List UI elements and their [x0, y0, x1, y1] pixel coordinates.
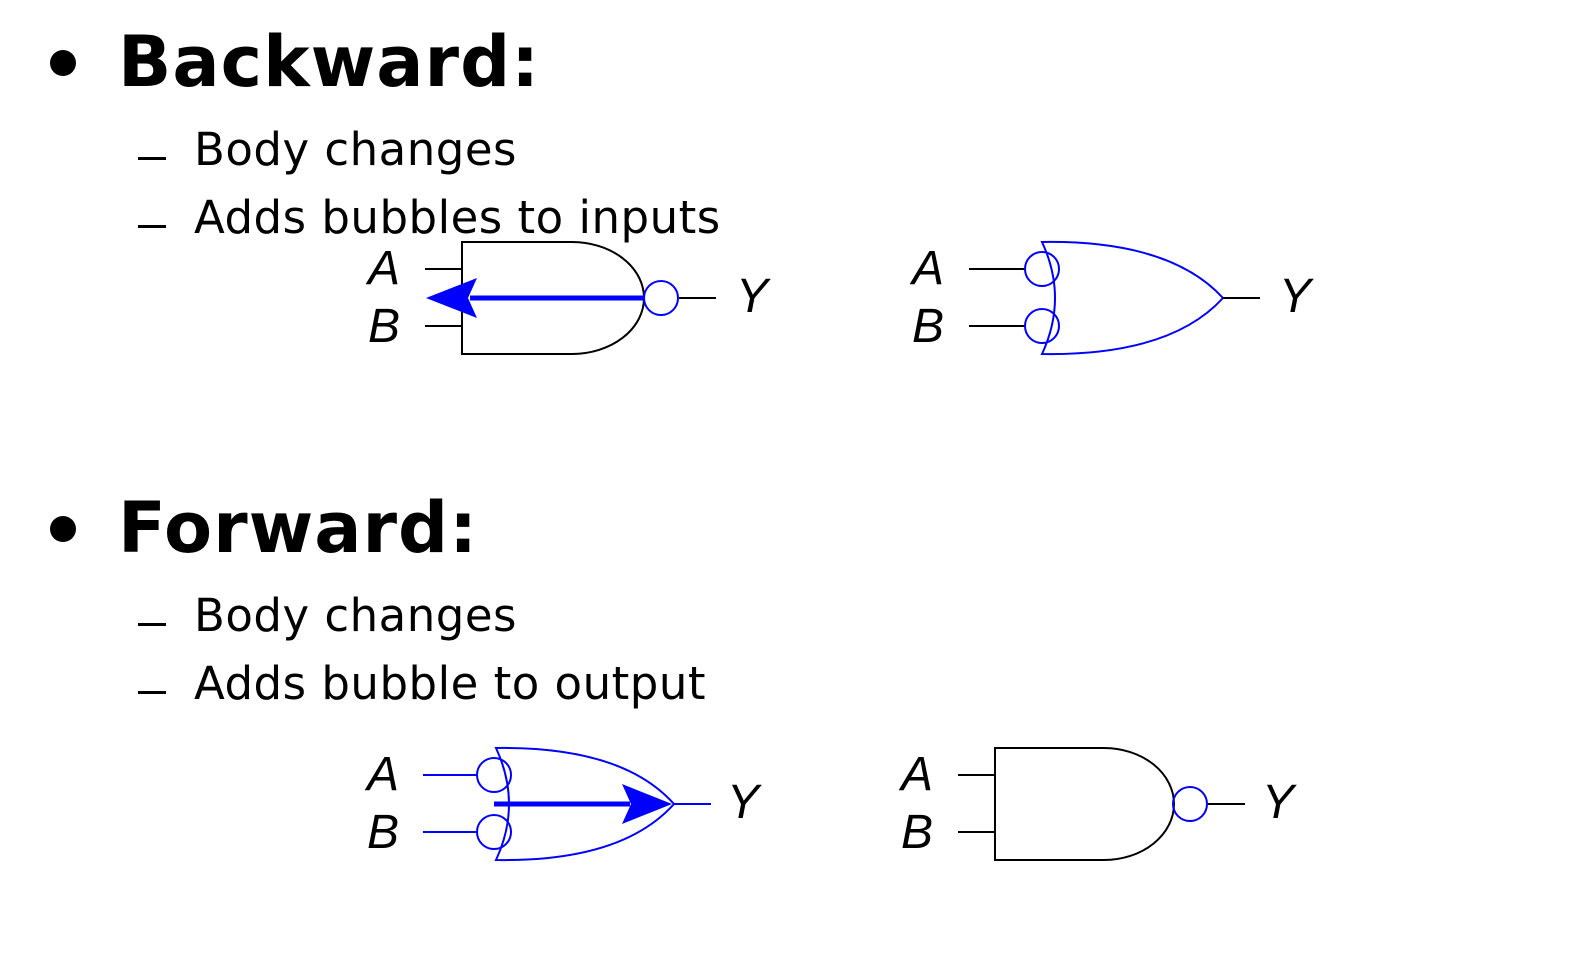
gate1-label-a: A — [365, 242, 400, 295]
heading-forward: Forward: — [118, 487, 479, 569]
gate2-label-b: B — [912, 300, 944, 353]
heading-backward: Backward: — [118, 21, 541, 103]
input-bubble-b-icon — [476, 814, 512, 850]
item-backward-body-changes: Body changes — [194, 123, 517, 176]
or-gate-inverted-inputs — [1040, 240, 1225, 356]
output-bubble-icon — [643, 280, 679, 316]
backward-arrow-icon — [426, 278, 645, 318]
or-gate-forward — [423, 746, 711, 862]
gate4-label-a: A — [898, 748, 933, 801]
gate4-label-y: Y — [1262, 776, 1297, 829]
gate3-label-a: A — [364, 748, 399, 801]
item-backward-adds-bubbles: Adds bubbles to inputs — [194, 191, 721, 244]
gate3-label-b: B — [367, 806, 399, 859]
dash-forward-2 — [138, 691, 166, 694]
gate2-input-wires — [969, 268, 1260, 327]
item-forward-body-changes: Body changes — [194, 589, 517, 642]
nand-gate-forward-result — [958, 747, 1245, 861]
item-forward-adds-bubble: Adds bubble to output — [194, 657, 706, 710]
forward-arrow-icon — [494, 784, 672, 824]
gate1-label-y: Y — [736, 270, 771, 323]
input-bubble-b-icon — [1024, 308, 1060, 344]
input-bubble-a-icon — [1024, 251, 1060, 287]
dash-forward-1 — [138, 623, 166, 626]
bullet-backward — [50, 50, 76, 76]
input-bubble-a-icon — [476, 757, 512, 793]
gate3-label-y: Y — [727, 776, 762, 829]
gate1-label-b: B — [368, 300, 400, 353]
dash-backward-2 — [138, 225, 166, 228]
gate2-label-a: A — [909, 242, 944, 295]
gate4-label-b: B — [901, 806, 933, 859]
bullet-forward — [50, 516, 76, 542]
dash-backward-1 — [138, 157, 166, 160]
output-bubble-icon — [1172, 786, 1208, 822]
gate2-label-y: Y — [1279, 270, 1314, 323]
